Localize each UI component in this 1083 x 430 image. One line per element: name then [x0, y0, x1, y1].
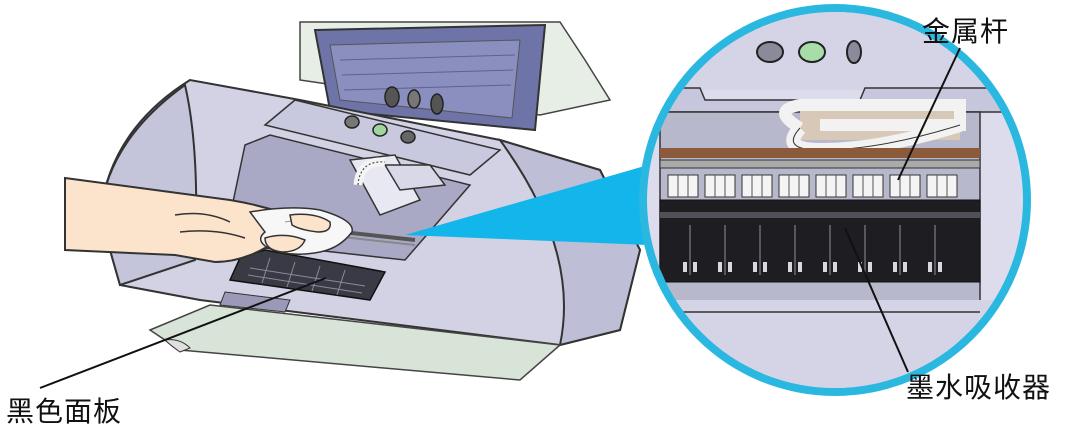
black-panel-label: 黑色面板 [6, 390, 122, 430]
metal-bar-label: 金属杆 [922, 10, 1009, 50]
magnified-view [639, 4, 1040, 400]
ink-absorber-label: 墨水吸收器 [906, 366, 1051, 406]
